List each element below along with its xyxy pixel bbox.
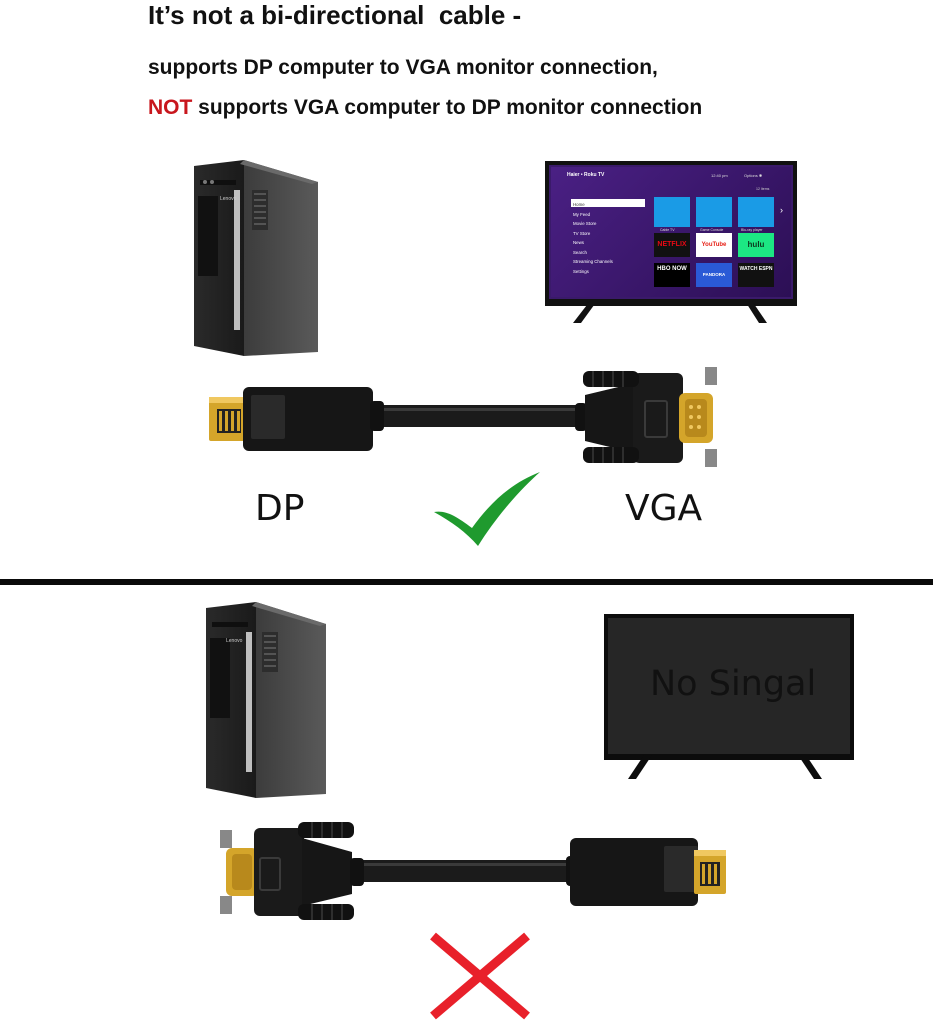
unsupported-direction-rest: supports VGA computer to DP monitor conn… bbox=[192, 96, 703, 119]
tv-chevron-right-icon: › bbox=[780, 205, 783, 215]
pc-brand-bottom: Lenovo bbox=[226, 638, 243, 644]
pc-brand-top: Lenovo bbox=[220, 196, 237, 202]
unsupported-direction-text: NOT supports VGA computer to DP monitor … bbox=[148, 96, 702, 120]
tv-menu-item: Search bbox=[573, 249, 587, 255]
tv-tile-cable: Cable TV bbox=[654, 197, 690, 232]
tv-tile-youtube: YouTube bbox=[696, 233, 732, 257]
dp-to-vga-cable bbox=[209, 367, 717, 467]
cross-icon bbox=[430, 932, 530, 1020]
dp-label: DP bbox=[255, 488, 305, 529]
desktop-pc-icon: Lenovo bbox=[206, 602, 326, 798]
tv-tile-netflix: NETFLIX bbox=[654, 233, 690, 257]
not-highlight: NOT bbox=[148, 96, 193, 119]
no-signal-text: No Singal bbox=[650, 664, 817, 704]
tv-menu-item: Streaming Channels bbox=[573, 259, 613, 264]
tv-menu-item: Settings bbox=[573, 268, 589, 274]
tv-tile-hulu: hulu bbox=[738, 233, 774, 257]
desktop-pc-icon: Lenovo bbox=[194, 160, 318, 356]
tv-time: 12:40 pm bbox=[711, 173, 728, 178]
tile-label: Game Console bbox=[700, 228, 724, 232]
vga-connector bbox=[575, 367, 717, 467]
checkmark-icon bbox=[434, 472, 540, 546]
tv-menu-item: Movie Store bbox=[573, 221, 597, 226]
tv-tile-hbo: HBO NOW bbox=[654, 263, 690, 287]
tv-menu: Home My Feed Movie Store TV Store News S… bbox=[573, 200, 613, 276]
headline: It’s not a bi-directional cable - bbox=[148, 0, 522, 30]
tv-options: Options ✱ bbox=[744, 173, 763, 178]
tv-tile-bluray: Blu-ray player bbox=[738, 197, 774, 232]
tv-monitor-off bbox=[604, 614, 854, 779]
tv-screen: Haier • Roku TV 12:40 pm Options ✱ 12 It… bbox=[551, 167, 791, 297]
vga-label: VGA bbox=[625, 488, 703, 529]
tile-label: Cable TV bbox=[660, 228, 675, 232]
section-divider bbox=[0, 579, 933, 585]
vga-to-dp-cable bbox=[220, 822, 726, 920]
tv-items-count: 12 Items bbox=[756, 187, 770, 191]
tv-menu-item: News bbox=[573, 240, 584, 245]
tile-label: Blu-ray player bbox=[741, 228, 763, 232]
dp-connector bbox=[209, 387, 384, 451]
supported-direction-text: supports DP computer to VGA monitor conn… bbox=[148, 56, 658, 79]
tv-brand: Haier • Roku TV bbox=[567, 172, 605, 178]
tv-tile-pandora: PANDORA bbox=[696, 263, 732, 287]
tv-menu-item: Home bbox=[573, 202, 585, 207]
tv-monitor-on: Haier • Roku TV 12:40 pm Options ✱ 12 It… bbox=[545, 161, 797, 324]
tv-menu-item: My Feed bbox=[573, 211, 591, 217]
tv-tile-console: Game Console bbox=[696, 197, 732, 232]
tv-menu-item: TV Store bbox=[573, 230, 591, 236]
tv-tile-espn: WATCH ESPN bbox=[738, 263, 774, 287]
vga-connector bbox=[220, 822, 364, 920]
dp-connector bbox=[566, 838, 726, 906]
